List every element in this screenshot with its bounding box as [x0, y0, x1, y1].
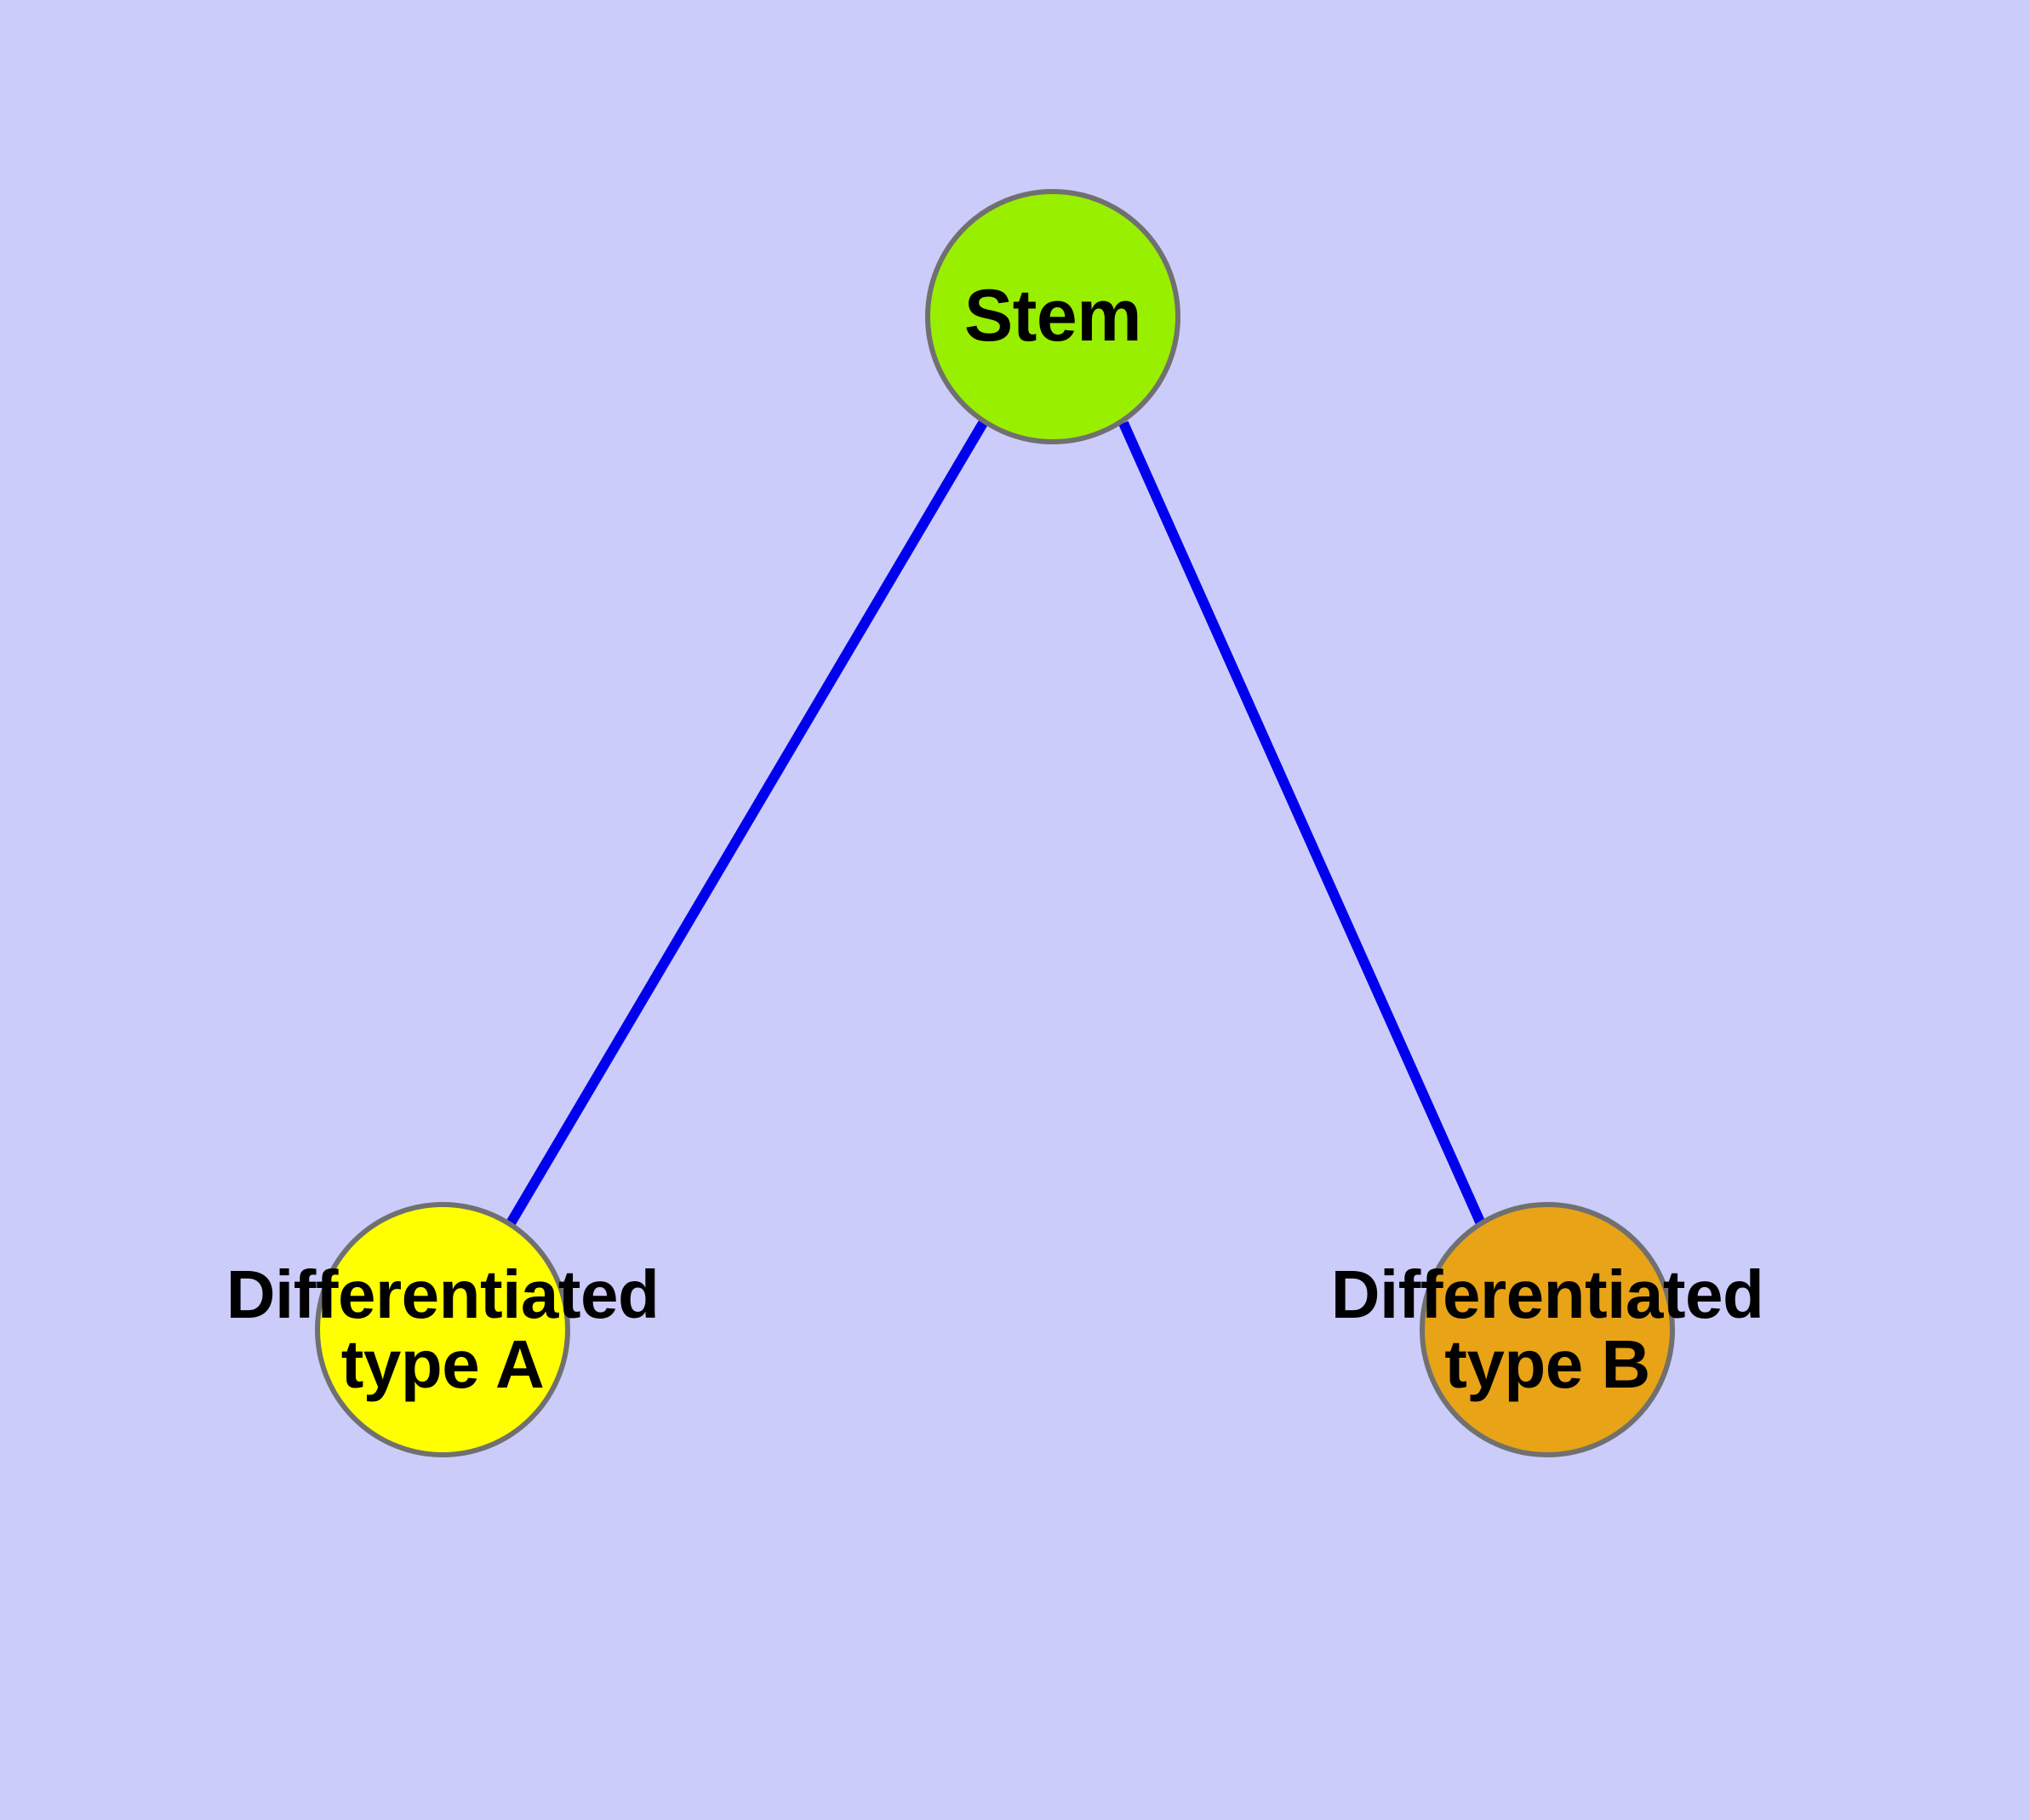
- edge-stem-to-differentiated-type-b: [1118, 421, 1488, 1230]
- node-differentiated-type-b[interactable]: [1420, 1202, 1675, 1457]
- node-differentiated-type-a[interactable]: [315, 1202, 570, 1457]
- edge-stem-to-differentiated-type-a: [503, 420, 988, 1231]
- node-stem[interactable]: [925, 189, 1180, 444]
